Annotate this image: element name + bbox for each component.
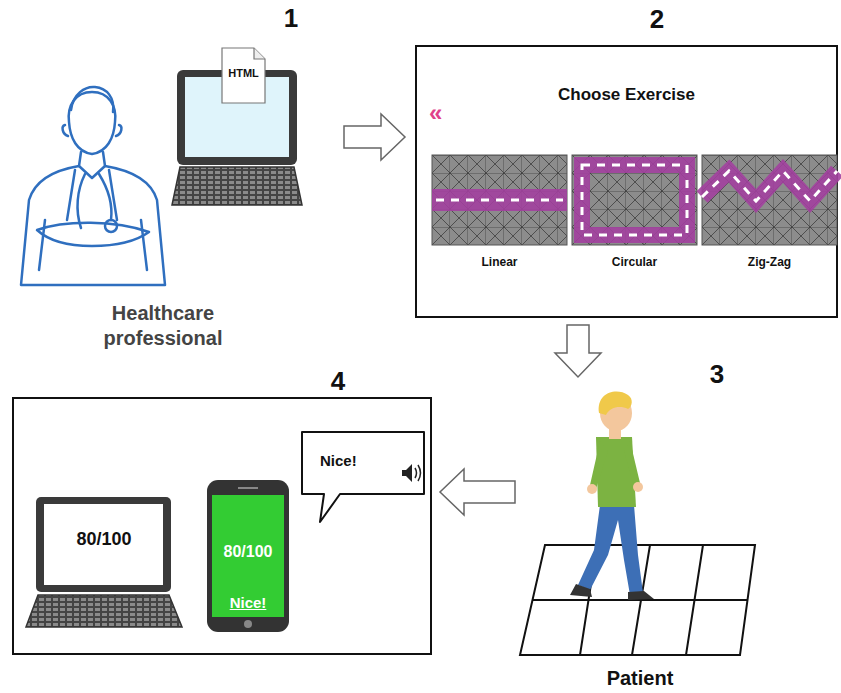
doctor-illustration xyxy=(15,70,175,295)
speech-bubble: Nice! xyxy=(302,432,424,504)
callout-number: 3 xyxy=(704,358,730,390)
doctor-illustration-part-part xyxy=(21,166,165,285)
patient-figure-outline-part xyxy=(578,505,643,595)
patient-figure: Patient xyxy=(520,385,766,690)
exercise-thumb-outline-part xyxy=(572,155,697,245)
feedback-panel: 480/10080/100Nice!Nice! xyxy=(12,397,432,655)
flow-arrow xyxy=(555,325,601,377)
doctor-illustration-part-part xyxy=(69,92,116,154)
phone-score: 80/100Nice! xyxy=(207,480,295,632)
node-text: Nice! xyxy=(207,594,289,611)
node-text: HTML xyxy=(222,67,265,79)
exercise-thumb-outline-part xyxy=(582,165,687,235)
exercise-thumb: Circular xyxy=(572,155,703,280)
node-text: « xyxy=(429,99,442,127)
node-text: 2 xyxy=(642,3,672,35)
doctor-illustration-part xyxy=(21,87,165,285)
phone-score-outline-part xyxy=(238,487,258,489)
node-text: Linear xyxy=(432,255,567,269)
patient-figure-outline xyxy=(520,385,760,690)
exercise-thumb-outline-part xyxy=(432,155,567,245)
node-text: 4 xyxy=(326,365,350,397)
speech-bubble-outline-part xyxy=(302,432,424,522)
doctor-illustration-part-part xyxy=(39,220,147,270)
doctor-illustration-part-part xyxy=(63,125,122,136)
exercise-thumb-outline-part xyxy=(436,199,563,202)
node-text: Patient xyxy=(520,667,760,690)
patient-figure-outline-part xyxy=(599,392,632,415)
exercise-panel: 2Choose Exercise«LinearCircularZig-Zag xyxy=(415,45,838,318)
exercise-thumb-outline-part xyxy=(702,155,837,245)
flow-arrow xyxy=(344,114,405,160)
laptop-with-file-outline-part xyxy=(222,48,265,103)
callout-number: 1 xyxy=(278,2,304,34)
exercise-thumb-outline-part xyxy=(432,189,567,211)
exercise-thumb-outline-part xyxy=(702,171,837,201)
role-label: Healthcare professional xyxy=(88,301,238,351)
phone-score-outline-part xyxy=(207,480,289,632)
speech-bubble-outline-part xyxy=(415,465,421,481)
laptop-with-file-outline-part xyxy=(254,48,265,59)
exercise-thumb: Linear xyxy=(432,155,573,280)
patient-figure-outline-part xyxy=(570,584,654,600)
patient-figure-outline-part xyxy=(590,441,640,489)
doctor-illustration-part-part xyxy=(37,223,149,246)
patient-figure-outline-part xyxy=(587,484,597,494)
laptop-score-outline xyxy=(24,497,184,632)
node-text: Zig-Zag xyxy=(702,255,837,269)
laptop-score-outline-part xyxy=(26,595,182,627)
doctor-illustration-part-part xyxy=(71,87,113,112)
patient-figure-outline-part xyxy=(633,482,643,492)
patient-figure-outline-part xyxy=(532,545,748,655)
exercise-thumb-outline-part xyxy=(702,171,837,201)
exercise-thumb: Zig-Zag xyxy=(702,155,841,280)
exercise-thumb-outline-part xyxy=(582,165,687,235)
node-text: 80/100 xyxy=(24,529,184,550)
laptop-score: 80/100 xyxy=(24,497,190,632)
flow-arrow xyxy=(440,469,515,515)
phone-score-outline-part xyxy=(244,620,252,628)
laptop-with-file: HTML xyxy=(172,45,302,210)
node-text: Nice! xyxy=(320,452,357,469)
node-text: 80/100 xyxy=(207,543,289,561)
doctor-illustration-part-part xyxy=(78,174,112,228)
node-text: Circular xyxy=(572,255,697,269)
laptop-with-file-outline-part xyxy=(172,167,302,205)
node-text: Choose Exercise xyxy=(417,85,836,105)
speech-bubble-outline-part xyxy=(402,464,412,482)
doctor-illustration-part-part xyxy=(79,152,105,178)
doctor-illustration-part-part xyxy=(105,220,117,232)
